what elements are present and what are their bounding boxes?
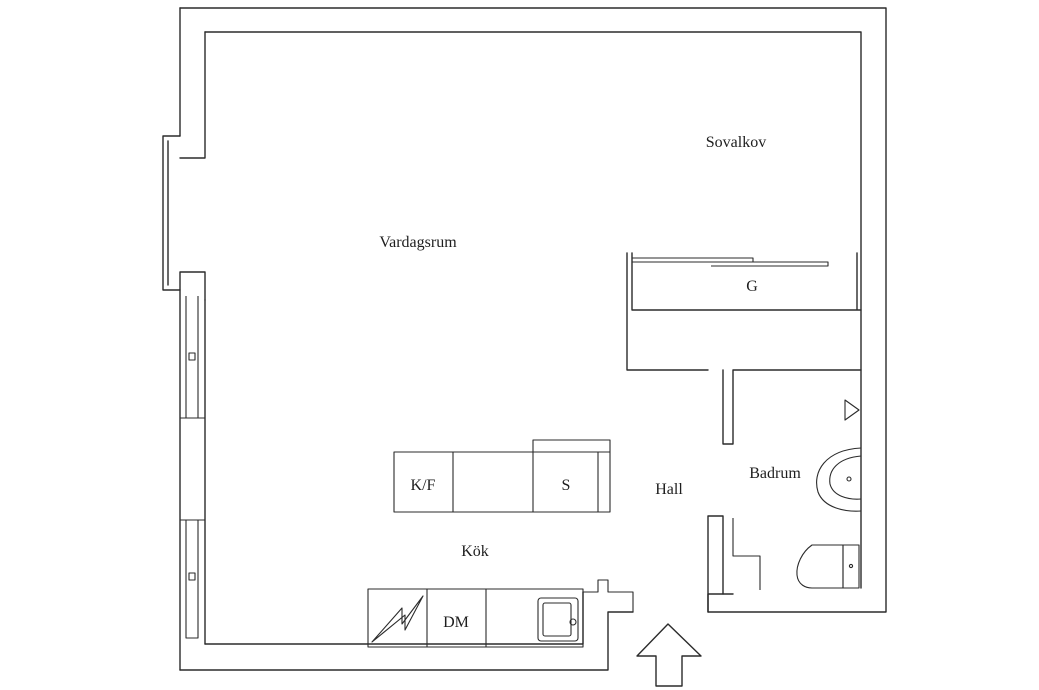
counter-lightning: [371, 595, 424, 643]
bay-window: [162, 135, 206, 301]
kitchen-tap: [569, 618, 577, 626]
room-label-vardagsrum: Vardagsrum: [379, 234, 457, 251]
radiator-icon: [844, 399, 860, 421]
stove-label: S: [561, 477, 571, 494]
bathtub-icon: [796, 544, 860, 589]
window-latch: [188, 352, 196, 361]
outer-wall-outline: [179, 7, 887, 613]
wardrobe-label: G: [746, 278, 758, 295]
kitchen-sink-outer: [537, 597, 579, 642]
sink-basin: [816, 447, 862, 512]
island-outline: [393, 451, 611, 513]
bathtub-end: [842, 544, 860, 589]
sink-bowl: [829, 455, 862, 500]
kitchen-counter: [367, 588, 584, 648]
left-window-lower: [180, 519, 205, 639]
wardrobe: [626, 252, 862, 371]
bottom-wall: [179, 591, 634, 671]
bathroom-top-wall: [722, 369, 862, 445]
kitchen-sink-bowl: [542, 602, 572, 637]
counter-dividers: [426, 589, 487, 647]
stove-hood: [532, 439, 611, 512]
sliding-doors: [632, 257, 829, 267]
bathroom-door-jamb: [732, 518, 761, 590]
room-label-badrum: Badrum: [749, 465, 801, 482]
room-label-hall: Hall: [655, 481, 683, 498]
room-label-kok: Kök: [461, 543, 489, 560]
bathtub-drain: [848, 563, 854, 569]
bathroom-walls: [707, 369, 862, 613]
window-latch-2: [188, 572, 196, 581]
outer-walls: [162, 7, 887, 671]
inner-wall-outline: [204, 31, 862, 589]
fridge-freezer-label: K/F: [410, 477, 436, 494]
left-window-upper: [180, 296, 205, 419]
island-dividers: [452, 452, 534, 512]
entrance-arrow-icon: [636, 623, 702, 687]
left-outer-upper: [179, 7, 206, 159]
dishwasher-label: DM: [443, 614, 469, 631]
left-wall-lower: [179, 289, 206, 671]
wardrobe-partition: [626, 252, 862, 371]
bottom-wall-stub: [583, 579, 634, 612]
sink-drain: [846, 476, 852, 482]
bathtub-shell: [796, 544, 844, 589]
sink-icon: [816, 447, 862, 512]
kitchen-island: [393, 439, 611, 513]
bathroom-lower-wall: [707, 515, 724, 613]
counter-outline: [367, 588, 584, 648]
room-label-sovalkov: Sovalkov: [705, 134, 767, 151]
